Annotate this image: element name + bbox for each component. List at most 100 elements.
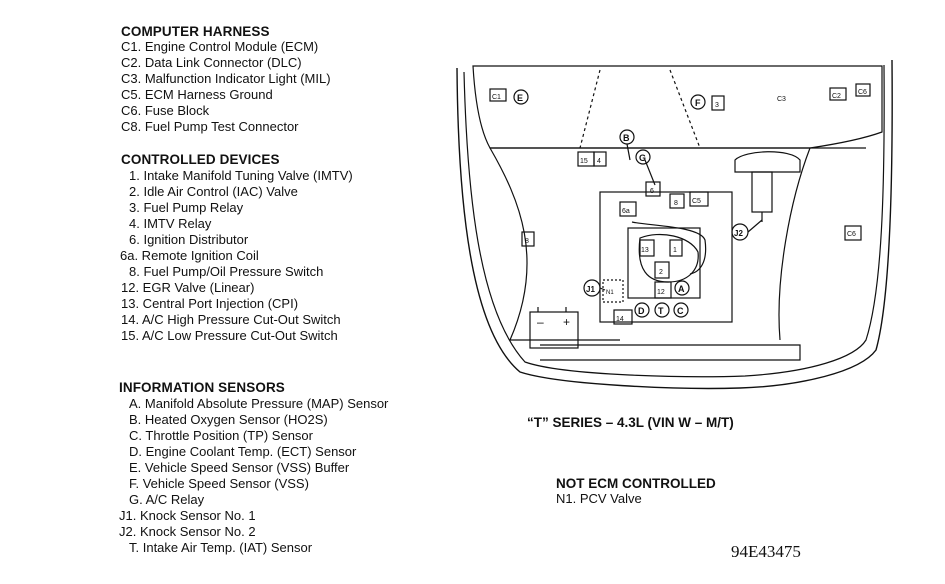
not-ecm-item-n1: N1. PCV Valve [556,491,642,506]
legend-item-c8: C8. Fuel Pump Test Connector [121,119,299,134]
information-sensors-heading: INFORMATION SENSORS [119,380,285,395]
legend-item-c2: C2. Data Link Connector (DLC) [121,55,302,70]
relay-4 [593,151,607,167]
svg-text:J2: J2 [734,229,743,238]
sensor-g-marker [635,149,651,165]
left-fender [489,147,620,341]
svg-text:F: F [695,98,701,108]
svg-text:13: 13 [641,247,649,254]
legend-item-c5: C5. ECM Harness Ground [121,87,273,102]
c2-connector [829,87,847,101]
sensor-c-marker [673,302,689,318]
svg-text:3: 3 [715,102,719,109]
component-8-left [521,231,535,247]
computer-harness-heading: COMPUTER HARNESS [121,24,270,39]
switch-14 [613,309,633,325]
svg-text:12: 12 [657,289,665,296]
not-ecm-heading: NOT ECM CONTROLLED [556,476,716,491]
c1-connector [489,88,507,102]
c3-label: C3 [777,96,786,103]
svg-text:4: 4 [597,158,601,165]
svg-text:T: T [658,306,664,316]
svg-text:C2: C2 [832,93,841,100]
svg-text:C1: C1 [492,94,501,101]
vehicle-outline-inner [463,64,885,378]
vehicle-outline [456,59,893,390]
svg-text:B: B [623,133,630,143]
legend-item-6a: 6a. Remote Ignition Coil [120,248,259,263]
svg-text:+: + [563,315,570,329]
svg-text:8: 8 [674,200,678,207]
controlled-devices-heading: CONTROLLED DEVICES [121,152,280,167]
c6-fuse-block [844,225,862,241]
svg-text:C5: C5 [692,198,701,205]
svg-text:2: 2 [659,269,663,276]
svg-text:C6: C6 [858,89,867,96]
air-cleaner [734,151,801,173]
egr-12 [654,281,672,299]
svg-text:–: – [537,315,544,329]
switch-8 [669,193,685,209]
legend-item-e: E. Vehicle Speed Sensor (VSS) Buffer [129,460,350,475]
legend-item-2: 2. Idle Air Control (IAC) Valve [129,184,298,199]
distributor-6 [645,181,661,197]
legend-item-4: 4. IMTV Relay [129,216,212,231]
legend-item-f: F. Vehicle Speed Sensor (VSS) [129,476,309,491]
legend-item-8: 8. Fuel Pump/Oil Pressure Switch [129,264,324,279]
legend-item-1: 1. Intake Manifold Tuning Valve (IMTV) [129,168,353,183]
legend-item-g: G. A/C Relay [129,492,205,507]
c5-ground [689,191,709,207]
legend-item-12: 12. EGR Valve (Linear) [121,280,255,295]
legend-item-c3: C3. Malfunction Indicator Light (MIL) [121,71,331,86]
svg-text:E: E [517,93,523,103]
wiring-harness [631,221,707,275]
figure-id: 94E43475 [731,542,801,561]
legend-item-15: 15. A/C Low Pressure Cut-Out Switch [121,328,338,343]
sensor-a-marker [674,280,690,296]
svg-text:1: 1 [673,247,677,254]
sensor-e-marker [513,89,529,105]
sensor-f-marker [690,94,706,110]
svg-text:6: 6 [650,188,654,195]
svg-text:C6: C6 [847,231,856,238]
cowl-panel [472,65,883,149]
svg-text:C: C [677,306,684,316]
dashed-line-right [669,69,701,149]
svg-text:8: 8 [525,238,529,245]
iac-2 [654,261,670,279]
legend-item-6: 6. Ignition Distributor [129,232,249,247]
cpi-13 [639,239,655,257]
sensor-t-marker [654,302,670,318]
legend-item-3: 3. Fuel Pump Relay [129,200,244,215]
legend-item-d: D. Engine Coolant Temp. (ECT) Sensor [129,444,357,459]
svg-text:14: 14 [616,316,624,323]
series-caption: “T” SERIES – 4.3L (VIN W – M/T) [527,415,734,430]
dashed-line-left [579,69,601,149]
c3-connector [711,95,725,111]
legend-item-b: B. Heated Oxygen Sensor (HO2S) [129,412,328,427]
svg-text:6a: 6a [622,208,630,215]
c6-connector [855,83,871,97]
right-fender [778,147,811,341]
lower-frame [540,344,801,361]
battery [529,311,579,349]
svg-text:15: 15 [580,158,588,165]
coil-6a [619,201,637,217]
legend-item-t: T. Intake Air Temp. (IAT) Sensor [129,540,313,555]
legend-item-c6: C6. Fuse Block [121,103,210,118]
legend-item-a: A. Manifold Absolute Pressure (MAP) Sens… [129,396,389,411]
legend-item-c: C. Throttle Position (TP) Sensor [129,428,313,443]
pcv-n1 [602,279,624,303]
legend-item-13: 13. Central Port Injection (CPI) [121,296,299,311]
sensor-d-marker [634,302,650,318]
svg-text:J1: J1 [586,285,595,294]
legend-item-14: 14. A/C High Pressure Cut-Out Switch [121,312,341,327]
svg-text:G: G [639,153,646,163]
svg-text:A: A [678,284,685,294]
svg-text:D: D [638,306,645,316]
engine-block [599,191,733,323]
legend-item-j2: J2. Knock Sensor No. 2 [119,524,256,539]
legend-item-j1: J1. Knock Sensor No. 1 [119,508,256,523]
imtv-1 [669,239,683,257]
